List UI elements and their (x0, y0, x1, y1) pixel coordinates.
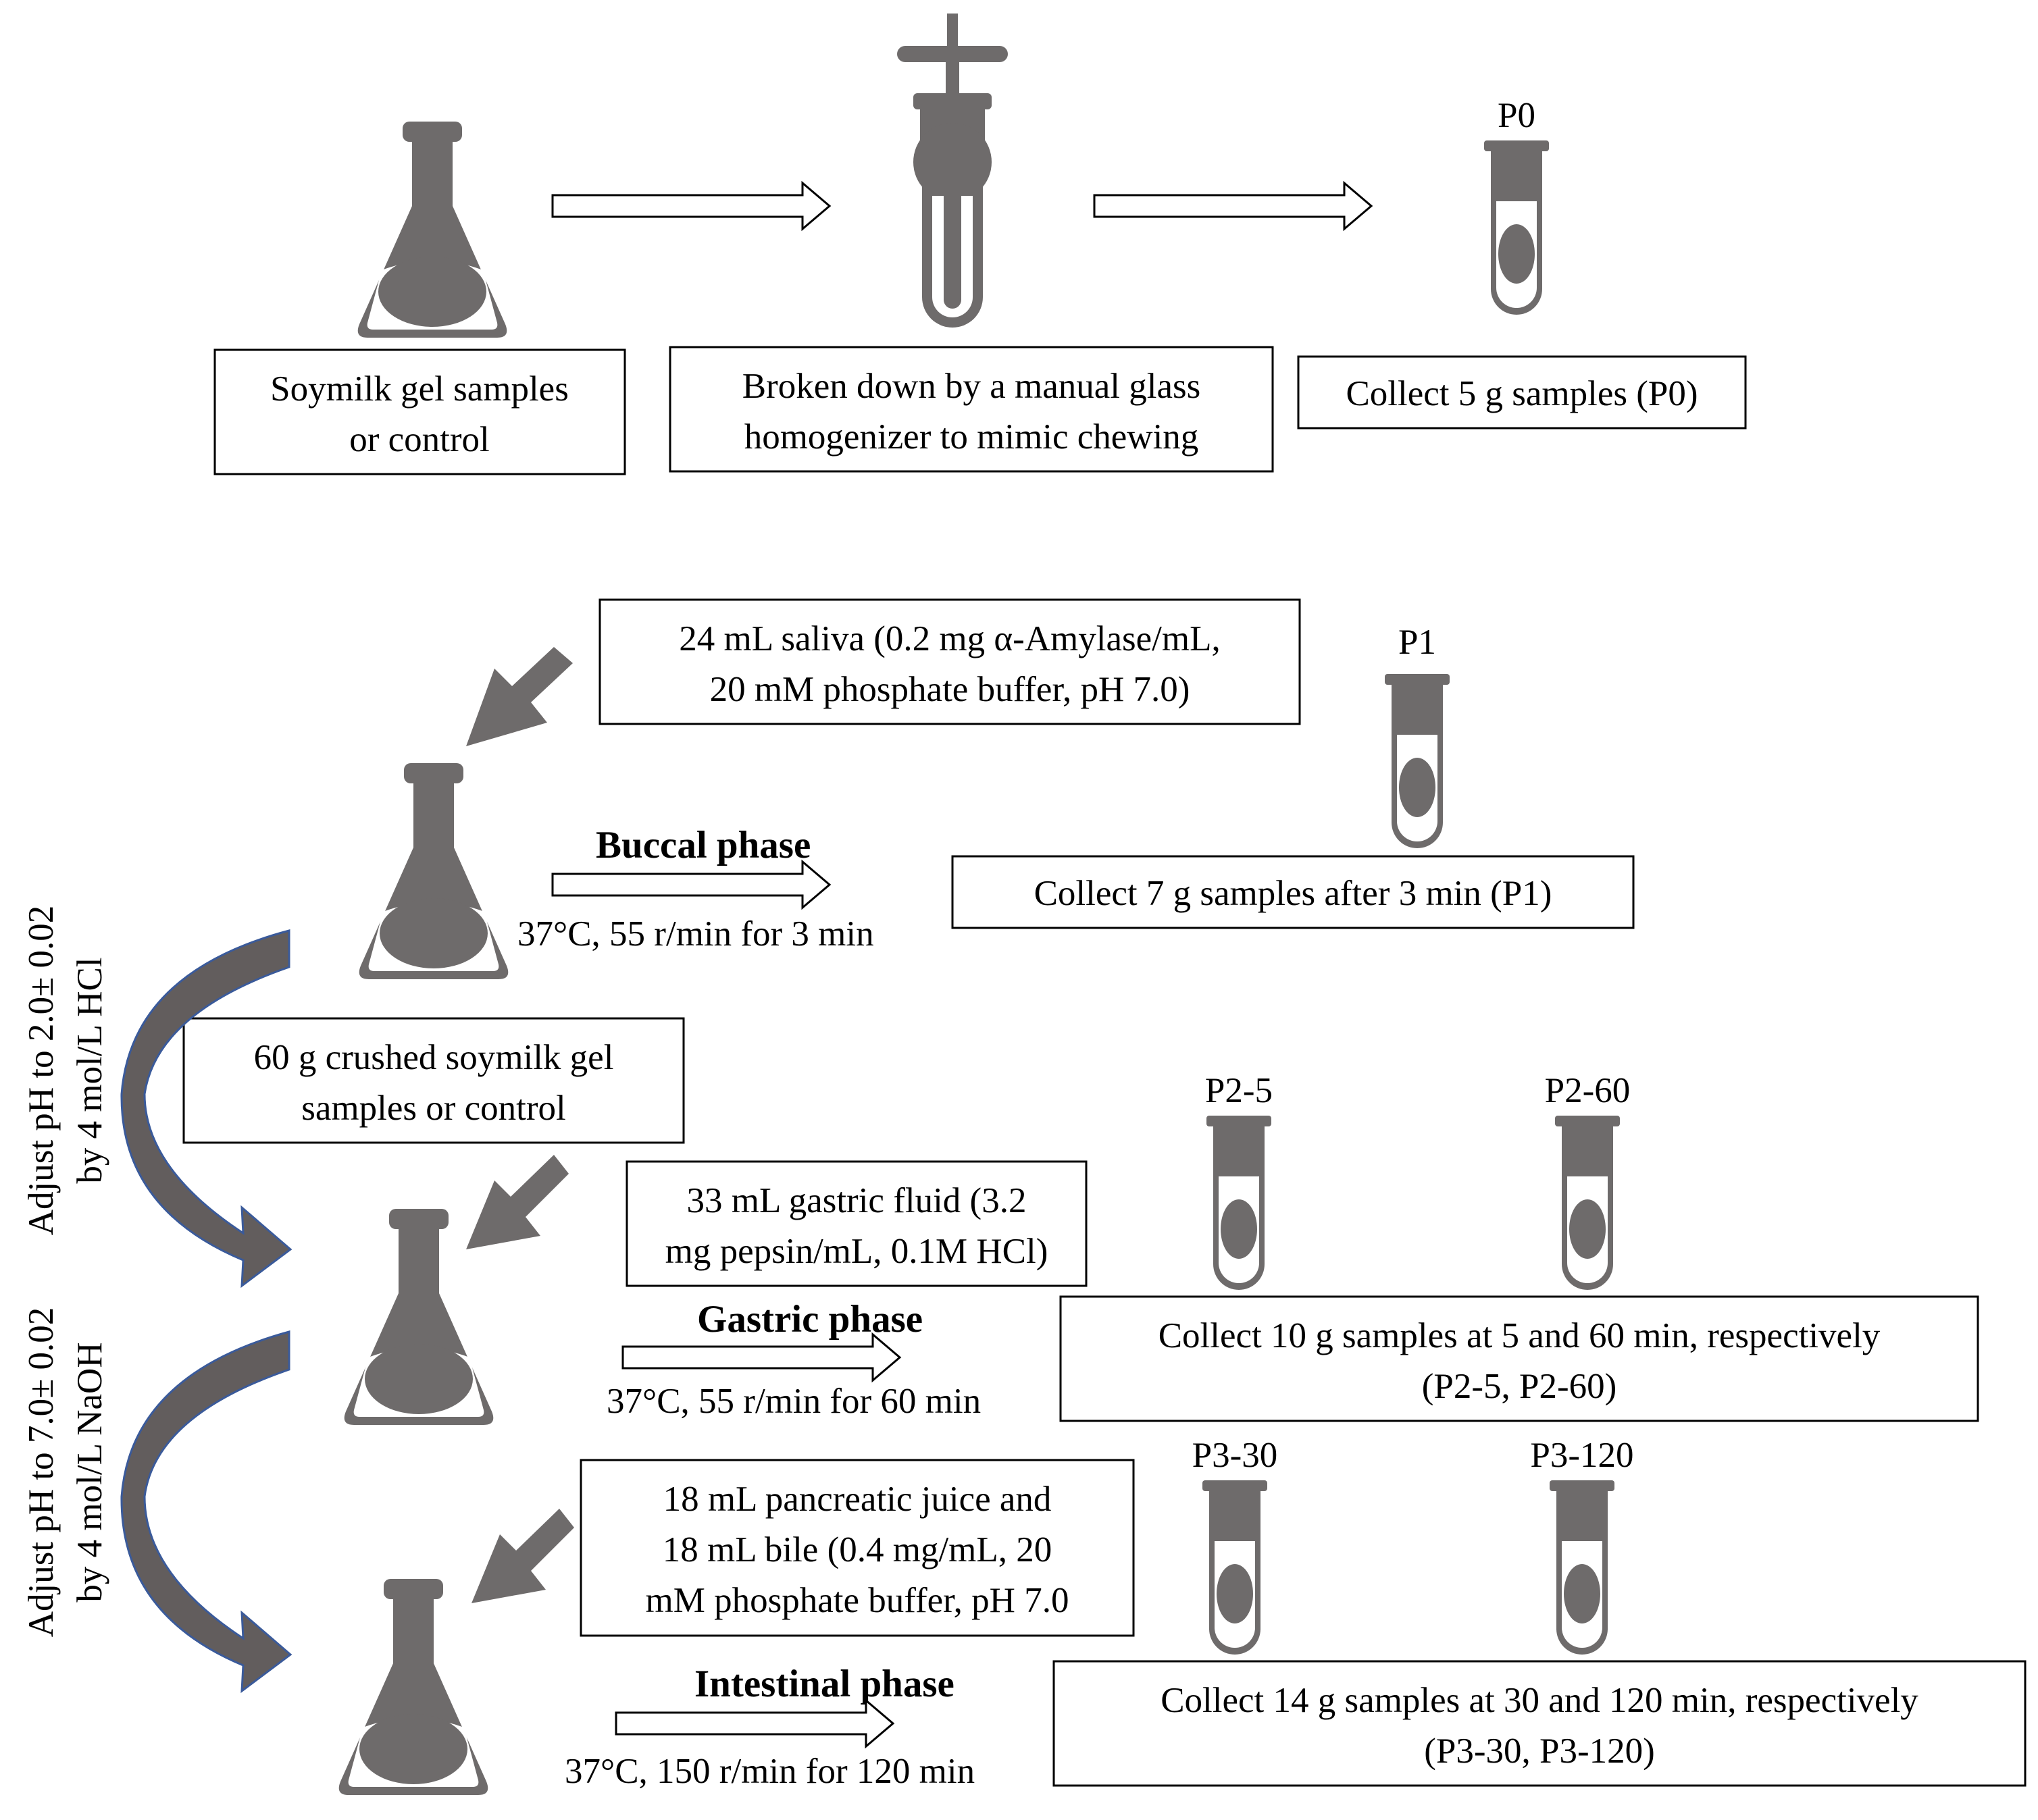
buccal-phase-label: Buccal phase (596, 824, 811, 866)
intestinal-phase-label: Intestinal phase (694, 1663, 954, 1705)
buccal-conditions: 37°C, 55 r/min for 3 min (517, 914, 874, 954)
collect-p2-line1: Collect 10 g samples at 5 and 60 min, re… (1158, 1316, 1881, 1355)
intestinal-conditions: 37°C, 150 r/min for 120 min (565, 1752, 975, 1791)
saliva-box-line2: 20 mM phosphate buffer, pH 7.0) (710, 670, 1190, 709)
intestinal-fluid-box (580, 1459, 1135, 1637)
tube-label-p3-30: P3-30 (1192, 1436, 1278, 1475)
intestinal-fluid-line2: 18 mL bile (0.4 mg/mL, 20 (663, 1530, 1052, 1569)
gastric-fluid-line2: mg pepsin/mL, 0.1M HCl) (665, 1232, 1048, 1271)
collect-p3-line1: Collect 14 g samples at 30 and 120 min, … (1161, 1681, 1918, 1720)
sample-box (213, 348, 626, 475)
test-tube-icon (1550, 1480, 1614, 1655)
flask-icon (338, 1579, 488, 1795)
curved-arrow-icon (120, 1330, 292, 1694)
collect-p2-box (1059, 1295, 1979, 1422)
solid-arrow-icon (466, 1155, 569, 1249)
solid-arrow-icon (472, 1509, 574, 1603)
solid-arrow-icon (466, 647, 573, 746)
collect-p3-line2: (P3-30, P3-120) (1424, 1732, 1655, 1771)
flask-icon (357, 122, 507, 338)
homogenizer-icon (897, 14, 1008, 328)
crushed-box (182, 1017, 685, 1144)
gastric-adjust-line1: Adjust pH to 2.0± 0.02 (22, 906, 61, 1235)
saliva-box (598, 598, 1301, 725)
test-tube-icon (1484, 140, 1549, 315)
collect-p1-text: Collect 7 g samples after 3 min (P1) (1034, 874, 1552, 913)
gastric-phase-label: Gastric phase (697, 1298, 923, 1341)
intestinal-adjust-line2: by 4 mol/L NaOH (70, 1342, 109, 1602)
sample-box-line1: Soymilk gel samples (270, 369, 569, 409)
tube-label-p2-5: P2-5 (1205, 1071, 1273, 1110)
collect-p1-box (951, 855, 1635, 929)
tube-label-p3-120: P3-120 (1530, 1436, 1633, 1475)
homogenize-box-line1: Broken down by a manual glass (742, 367, 1201, 406)
hollow-arrow-icon (615, 1699, 894, 1748)
tube-label-p1: P1 (1398, 623, 1436, 662)
test-tube-icon (1385, 674, 1450, 848)
test-tube-icon (1206, 1116, 1271, 1290)
sample-box-line2: or control (349, 420, 490, 459)
intestinal-fluid-line1: 18 mL pancreatic juice and (663, 1480, 1052, 1519)
hollow-arrow-icon (1093, 182, 1373, 230)
homogenize-box-line2: homogenizer to mimic chewing (744, 417, 1199, 457)
hollow-arrow-icon (551, 860, 831, 909)
saliva-box-line1: 24 mL saliva (0.2 mg α-Amylase/mL, (679, 619, 1221, 658)
intestinal-adjust-line1: Adjust pH to 7.0± 0.02 (22, 1307, 61, 1637)
test-tube-icon (1555, 1116, 1620, 1290)
flask-icon (359, 763, 509, 979)
crushed-box-line2: samples or control (301, 1089, 566, 1128)
tube-label-p0: P0 (1498, 96, 1535, 135)
collect-p3-box (1052, 1660, 2027, 1787)
gastric-adjust-line2: by 4 mol/L HCl (70, 957, 109, 1183)
collect-p2-line2: (P2-5, P2-60) (1422, 1367, 1617, 1406)
hollow-arrow-icon (621, 1333, 901, 1382)
gastric-fluid-box (626, 1160, 1088, 1287)
crushed-box-line1: 60 g crushed soymilk gel (254, 1038, 614, 1077)
gastric-conditions: 37°C, 55 r/min for 60 min (607, 1382, 981, 1421)
gastric-fluid-line1: 33 mL gastric fluid (3.2 (687, 1181, 1027, 1220)
collect-p0-box (1297, 355, 1747, 430)
tube-label-p2-60: P2-60 (1545, 1071, 1631, 1110)
curved-arrow-icon (120, 929, 292, 1289)
collect-p0-text: Collect 5 g samples (P0) (1346, 374, 1698, 413)
hollow-arrow-icon (551, 182, 831, 230)
homogenize-box (669, 346, 1274, 473)
intestinal-fluid-line3: mM phosphate buffer, pH 7.0 (646, 1581, 1069, 1620)
test-tube-icon (1202, 1480, 1267, 1655)
